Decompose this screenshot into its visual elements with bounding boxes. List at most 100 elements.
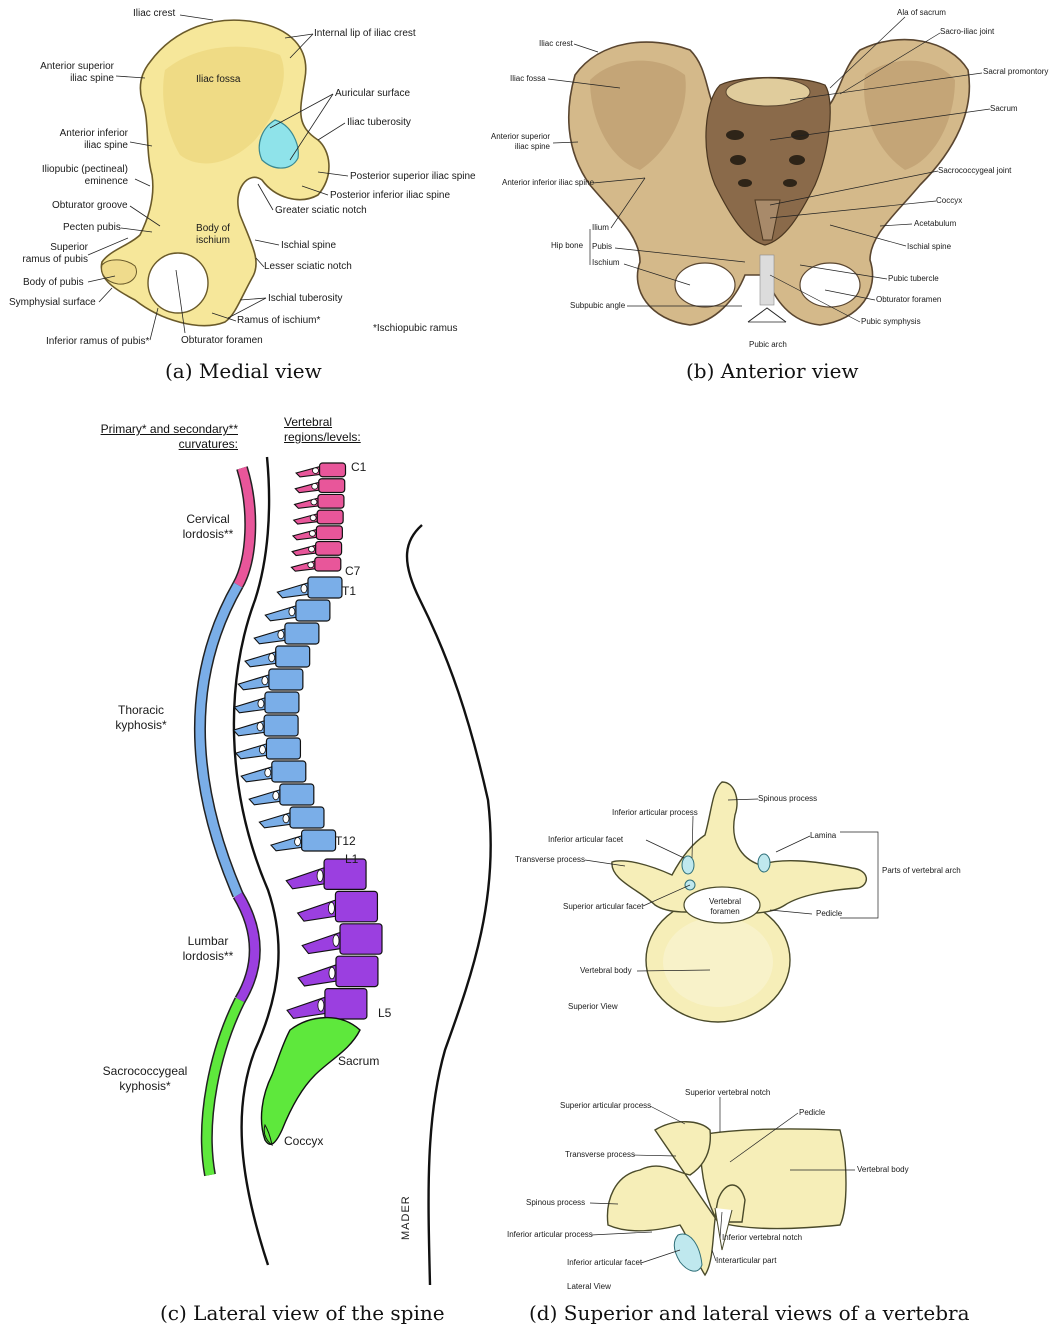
label-lateral-view: Lateral View	[567, 1282, 611, 1292]
label-inferior-articular-facet-lat: Inferior articular facet	[567, 1258, 642, 1268]
label-body-of-ischium: Body of ischium	[185, 223, 241, 247]
label-c7: C7	[345, 564, 360, 579]
label-pubis: Pubis	[592, 242, 612, 252]
vertebra-body-thoracic-1	[308, 577, 342, 598]
label-sacrum-c: Sacrum	[338, 1054, 379, 1069]
vertebra-body-cervical-1	[320, 463, 346, 477]
vertebra-body-thoracic-11	[290, 807, 324, 828]
label-sacrum: Sacrum	[990, 104, 1018, 114]
label-ischium: Ischium	[592, 258, 620, 268]
label-ischiopubic-footnote: *Ischiopubic ramus	[373, 323, 457, 335]
label-lamina: Lamina	[810, 831, 836, 841]
label-interarticular-part: Interarticular part	[716, 1256, 776, 1266]
label-spinous-process-sup: Spinous process	[758, 794, 817, 804]
label-sacro-iliac-joint: Sacro-iliac joint	[940, 27, 994, 37]
curvature-bands	[200, 468, 255, 1175]
label-ischial-spine-b: Ischial spine	[907, 242, 951, 252]
vertebra-body-lumbar-2	[335, 891, 377, 921]
label-transverse-process-sup: Transverse process	[515, 855, 585, 865]
label-iliac-crest: Iliac crest	[133, 8, 175, 20]
label-iliac-crest-b: Iliac crest	[539, 39, 573, 49]
artist-signature: MADER	[400, 1195, 412, 1240]
caption-anterior-view: (b) Anterior view	[686, 359, 859, 383]
vertebra-body-thoracic-2	[296, 600, 330, 621]
label-superior-articular-facet-sup: Superior articular facet	[563, 902, 643, 912]
vertebra-body-thoracic-7	[264, 715, 298, 736]
label-inferior-articular-facet-sup: Inferior articular facet	[548, 835, 623, 845]
label-obturator-foramen: Obturator foramen	[181, 335, 263, 347]
label-anterior-inferior-iliac-spine: Anterior inferior iliac spine	[30, 128, 128, 152]
label-iliac-tuberosity: Iliac tuberosity	[347, 117, 411, 129]
label-lesser-sciatic-notch: Lesser sciatic notch	[264, 261, 352, 273]
label-superior-view: Superior View	[568, 1002, 618, 1012]
vertebra-body-thoracic-8	[266, 738, 300, 759]
label-pubic-arch: Pubic arch	[749, 340, 787, 350]
label-body-of-pubis: Body of pubis	[23, 277, 84, 289]
vertebra-body-thoracic-3	[285, 623, 319, 644]
label-parts-of-vertebral-arch: Parts of vertebral arch	[882, 866, 961, 876]
label-acetabulum: Acetabulum	[914, 219, 956, 229]
intervertebral-foramen	[310, 515, 316, 521]
label-inferior-vertebral-notch: Inferior vertebral notch	[722, 1233, 802, 1243]
label-lumbar-lordosis: Lumbar lordosis**	[170, 934, 246, 964]
label-iliac-fossa: Iliac fossa	[196, 74, 240, 86]
intervertebral-foramen	[317, 870, 323, 882]
vertebra-body-thoracic-5	[269, 669, 303, 690]
intervertebral-foramen	[269, 654, 275, 662]
intervertebral-foramen	[259, 746, 265, 754]
label-thoracic-kyphosis: Thoracic kyphosis*	[106, 703, 176, 733]
label-ala-of-sacrum: Ala of sacrum	[897, 8, 946, 18]
label-subpubic-angle: Subpubic angle	[570, 301, 625, 311]
label-inferior-ramus-of-pubis: Inferior ramus of pubis*	[46, 336, 149, 348]
vertebra-body-lumbar-3	[340, 924, 382, 954]
label-l5: L5	[378, 1006, 391, 1021]
vertebra-body-thoracic-9	[272, 761, 306, 782]
intervertebral-foramen	[273, 792, 279, 800]
label-greater-sciatic-notch: Greater sciatic notch	[275, 205, 367, 217]
intervertebral-foramen	[312, 484, 318, 490]
label-pubic-tubercle: Pubic tubercle	[888, 274, 939, 284]
label-sacral-promontory: Sacral promontory	[983, 67, 1048, 77]
label-superior-articular-process-lat: Superior articular process	[560, 1101, 651, 1111]
vertebra-body-lumbar-4	[336, 956, 378, 986]
intervertebral-foramen	[262, 677, 268, 685]
label-pecten-pubis: Pecten pubis	[63, 222, 121, 234]
label-sacrococcygeal-joint: Sacrococcygeal joint	[938, 166, 1011, 176]
intervertebral-foramen	[295, 838, 301, 846]
intervertebral-foramen	[318, 1000, 324, 1012]
label-anterior-superior-iliac-spine-b: Anterior superior iliac spine	[470, 132, 550, 152]
intervertebral-foramen	[311, 499, 317, 505]
label-iliac-fossa-b: Iliac fossa	[510, 74, 546, 84]
label-ischial-tuberosity: Ischial tuberosity	[268, 293, 342, 305]
caption-vertebra-views: (d) Superior and lateral views of a vert…	[529, 1301, 970, 1325]
intervertebral-foramen	[328, 902, 334, 914]
intervertebral-foramen	[301, 585, 307, 593]
label-pedicle-sup: Pedicle	[816, 909, 842, 919]
label-vertebral-body-lat: Vertebral body	[857, 1165, 909, 1175]
vertebra-body-cervical-6	[316, 542, 342, 556]
label-posterior-superior-iliac-spine: Posterior superior iliac spine	[350, 171, 476, 183]
label-cervical-lordosis: Cervical lordosis**	[170, 512, 246, 542]
label-coccyx-b: Coccyx	[936, 196, 962, 206]
label-iliopubic-eminence: Iliopubic (pectineal) eminence	[20, 164, 128, 188]
vertebra-body-cervical-7	[315, 557, 341, 571]
vertebra-body-cervical-3	[318, 494, 344, 508]
header-curvatures: Primary* and secondary** curvatures:	[84, 422, 238, 452]
label-c1: C1	[351, 460, 366, 475]
label-ramus-of-ischium: Ramus of ischium*	[237, 315, 320, 327]
vertebra-body-cervical-5	[316, 526, 342, 540]
label-pubic-symphysis: Pubic symphysis	[861, 317, 921, 327]
vertebra-body-thoracic-4	[276, 646, 310, 667]
label-anterior-inferior-iliac-spine-b: Anterior inferior iliac spine	[502, 178, 594, 188]
label-t12: T12	[335, 834, 356, 849]
intervertebral-foramen	[278, 631, 284, 639]
label-superior-ramus-of-pubis: Superior ramus of pubis	[10, 242, 88, 266]
label-posterior-inferior-iliac-spine: Posterior inferior iliac spine	[330, 190, 450, 202]
sacrum-shape	[261, 1018, 360, 1145]
label-anterior-superior-iliac-spine: Anterior superior iliac spine	[20, 61, 114, 85]
label-l1: L1	[345, 852, 358, 867]
label-t1: T1	[342, 584, 356, 599]
vertebra-lateral-illustration	[607, 1122, 846, 1275]
label-vertebral-foramen: Vertebral foramen	[700, 897, 750, 917]
intervertebral-foramen	[333, 935, 339, 947]
